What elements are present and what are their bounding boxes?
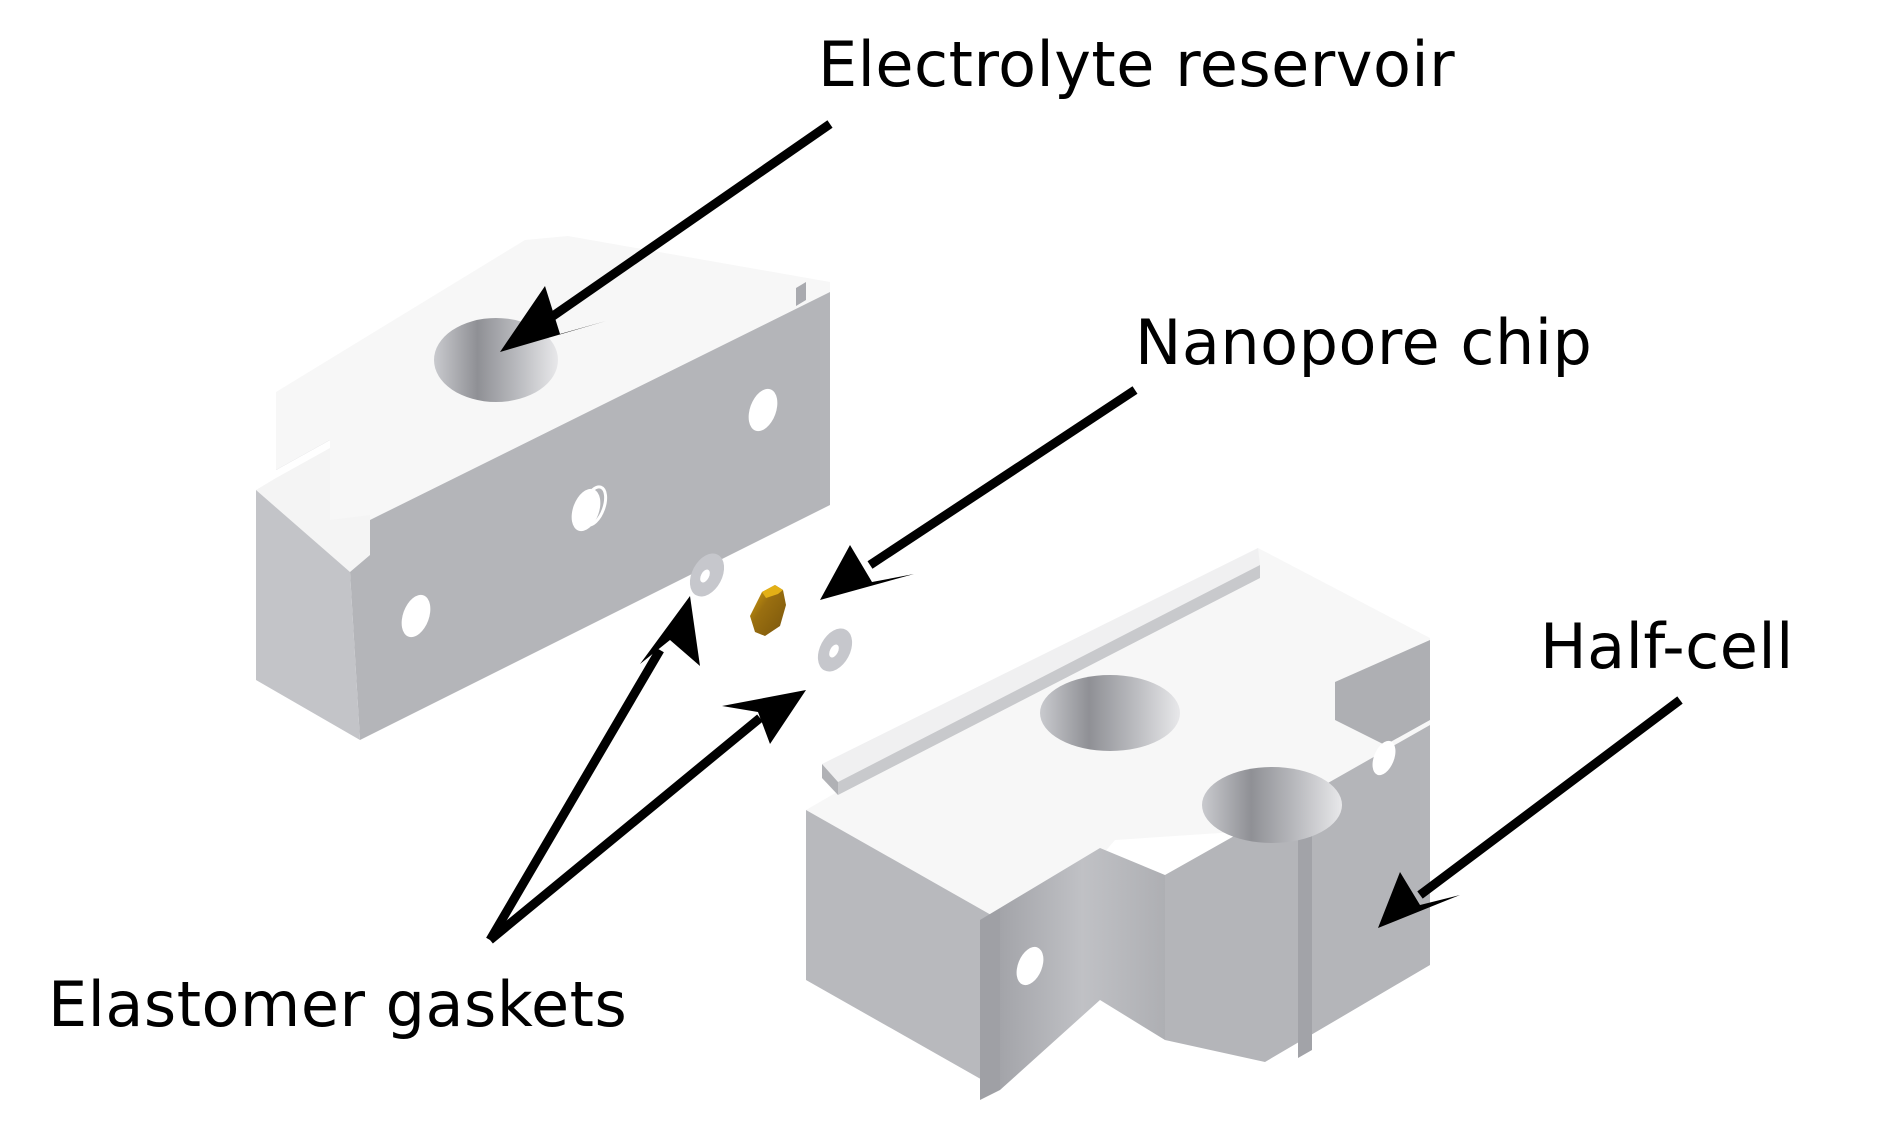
right-block-lip [980, 908, 1000, 1100]
right-block-screw-hole-2 [1372, 740, 1396, 776]
elastomer-gasket-1 [689, 553, 725, 597]
label-half-cell: Half-cell [1540, 610, 1794, 683]
arrow-nanopore-chip [820, 386, 1138, 600]
label-nanopore-chip: Nanopore chip [1135, 306, 1593, 379]
right-block-rail-side [822, 764, 838, 795]
elastomer-gasket-2 [817, 628, 853, 672]
right-block-right-edge [1298, 800, 1312, 1058]
right-block-port-hole-2 [1202, 767, 1342, 843]
right-block-port-hole-1 [1040, 675, 1180, 751]
right-block-rail [822, 548, 1260, 782]
right-block-back-recess [1335, 640, 1430, 745]
right-block-right-face [1165, 725, 1430, 1062]
right-block-screw-hole-1 [1016, 946, 1044, 986]
left-half-cell-block [256, 236, 830, 740]
right-block-left-face [806, 810, 1000, 1090]
right-half-cell-block [806, 548, 1430, 1100]
left-block-end-face [256, 490, 360, 740]
arrow-gasket-2 [487, 690, 806, 944]
left-block-screw-hole-3 [748, 388, 778, 432]
label-elastomer-gaskets: Elastomer gaskets [48, 968, 628, 1041]
nanopore-chip [750, 585, 786, 636]
left-block-top-face [276, 236, 830, 555]
label-electrolyte-reservoir: Electrolyte reservoir [818, 28, 1456, 101]
left-block-screw-hole-1 [401, 594, 431, 638]
arrow-electrolyte-reservoir [500, 120, 833, 352]
arrow-half-cell [1378, 696, 1683, 928]
left-block-ledge-top [256, 448, 370, 572]
right-block-rail-face [838, 565, 1260, 795]
right-block-channel [1000, 848, 1165, 1090]
arrow-gasket-1 [486, 596, 700, 943]
left-block-screw-hole-2-rim [580, 485, 608, 527]
left-block-notch [796, 282, 806, 306]
left-block-screw-hole-2 [571, 488, 601, 532]
